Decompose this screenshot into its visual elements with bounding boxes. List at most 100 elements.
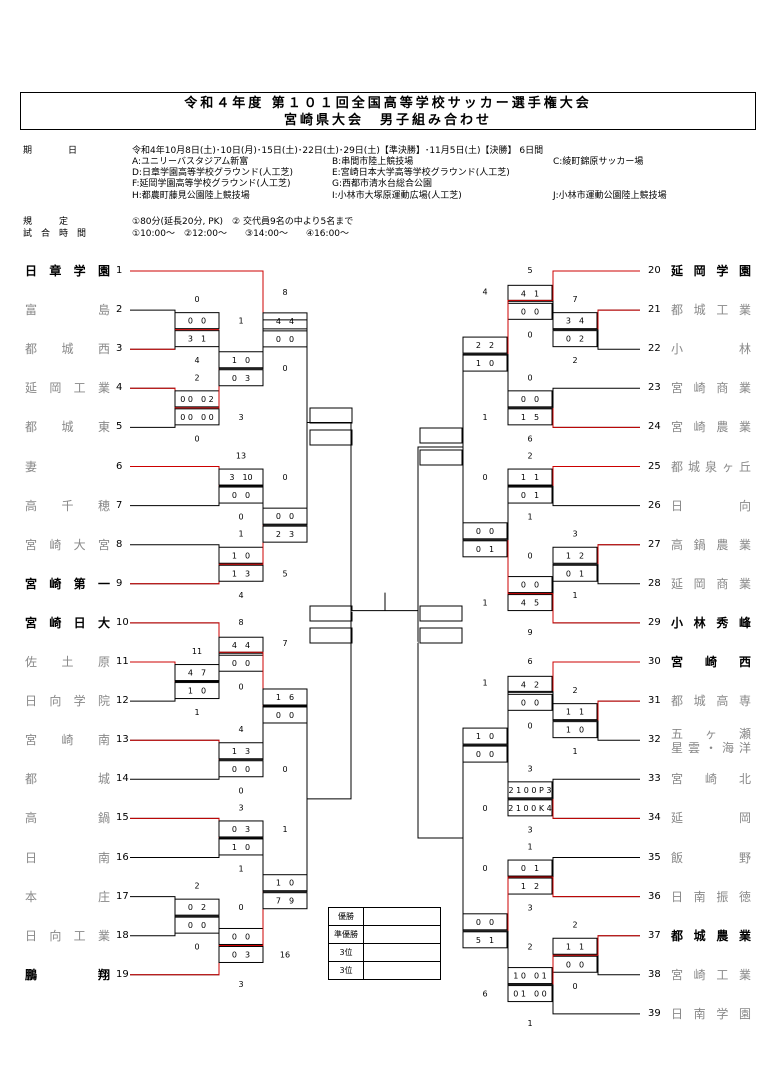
venue-a: A:ユニリーバスタジアム新富 bbox=[132, 157, 249, 167]
rules-label: 規 定 bbox=[23, 217, 69, 227]
score-halves: 0 0 bbox=[232, 491, 250, 500]
seed-number: 26 bbox=[648, 499, 661, 511]
winner-line bbox=[552, 798, 640, 819]
score-total: 2 bbox=[572, 356, 577, 365]
times-text: ①10:00～ ②12:00～ ③14:00～ ④16:00～ bbox=[132, 229, 350, 239]
score-halves: 0 0 bbox=[188, 317, 206, 326]
bracket-line bbox=[552, 466, 640, 507]
score-halves: 4 2 bbox=[521, 680, 539, 689]
score-halves: 1 0 bbox=[276, 879, 294, 888]
score-total: 1 bbox=[572, 747, 577, 756]
seed-number: 3 bbox=[116, 343, 123, 355]
score-halves: 0 0 bbox=[521, 581, 539, 590]
winner-line bbox=[597, 309, 640, 330]
score-total: 1 bbox=[527, 843, 532, 852]
winner-line bbox=[552, 466, 640, 487]
team-name: 飯野 bbox=[671, 850, 751, 865]
bracket-line bbox=[507, 876, 553, 986]
score-box bbox=[552, 546, 598, 564]
team-name: 都城西 bbox=[25, 342, 110, 357]
venue-b: B:串間市陸上競技場 bbox=[332, 157, 414, 167]
score-box bbox=[218, 564, 264, 582]
score-total: 0 bbox=[482, 804, 487, 813]
score-total: 16 bbox=[280, 950, 290, 959]
score-box bbox=[218, 760, 264, 778]
winner-line bbox=[552, 407, 640, 428]
score-total: 4 bbox=[238, 725, 243, 734]
semifinal-slot bbox=[419, 449, 463, 466]
winner-line bbox=[597, 700, 640, 721]
score-box bbox=[462, 336, 508, 354]
team-name: 佐土原 bbox=[25, 655, 110, 669]
bracket-line bbox=[130, 466, 220, 507]
score-halves: 3 10 bbox=[229, 473, 252, 482]
score-box bbox=[174, 898, 220, 916]
team-name: 富島 bbox=[25, 303, 110, 318]
result-label: 3位 bbox=[328, 961, 364, 980]
seed-number: 31 bbox=[648, 695, 661, 707]
seed-number: 34 bbox=[648, 812, 661, 824]
score-halves: 0 1 0 0 bbox=[513, 990, 546, 999]
result-label: 優勝 bbox=[328, 907, 364, 926]
seed-number: 20 bbox=[648, 265, 661, 276]
score-total: 0 bbox=[238, 786, 243, 795]
score-total: 0 bbox=[482, 473, 487, 482]
team-name: 日向 bbox=[671, 498, 751, 513]
score-halves: 0 0 0 2 bbox=[180, 395, 213, 404]
score-total: 0 bbox=[238, 513, 243, 522]
seed-number: 2 bbox=[116, 304, 123, 316]
score-box bbox=[552, 937, 598, 955]
score-total: 1 bbox=[482, 678, 487, 687]
score-total: 0 bbox=[527, 551, 532, 560]
score-halves: 4 4 bbox=[232, 641, 250, 650]
score-halves: 4 1 bbox=[521, 289, 539, 298]
team-name: 延岡工業 bbox=[25, 381, 110, 396]
score-halves: 0 1 bbox=[476, 545, 494, 554]
score-box bbox=[174, 312, 220, 330]
seed-number: 10 bbox=[116, 616, 129, 628]
winner-line bbox=[219, 891, 264, 946]
winner-line bbox=[507, 539, 553, 595]
score-total: 2 bbox=[527, 942, 532, 951]
team-name: 小林 bbox=[671, 342, 751, 357]
venue-g: G:西都市清水台総合公園 bbox=[332, 179, 433, 189]
score-total: 1 bbox=[282, 825, 287, 834]
score-halves: 0 2 bbox=[566, 335, 584, 344]
score-halves: 0 0 bbox=[232, 765, 250, 774]
seed-number: 14 bbox=[116, 773, 129, 785]
score-box bbox=[462, 540, 508, 558]
seed-number: 6 bbox=[116, 460, 123, 472]
score-halves: 2 2 bbox=[476, 341, 494, 350]
seed-number: 39 bbox=[648, 1007, 661, 1019]
winner-line bbox=[552, 954, 598, 985]
winner-line bbox=[130, 564, 220, 585]
team-name: 延岡商業 bbox=[671, 576, 751, 591]
score-halves: 0 0 bbox=[476, 527, 494, 536]
score-box bbox=[174, 682, 220, 700]
score-halves: 1 0 bbox=[232, 843, 250, 852]
score-total: 1 bbox=[238, 865, 243, 874]
team-name: 日向工業 bbox=[25, 928, 110, 943]
seed-number: 37 bbox=[648, 929, 661, 941]
semifinal-slot bbox=[309, 605, 353, 622]
bracket-line bbox=[462, 353, 508, 541]
score-total: 6 bbox=[527, 434, 532, 443]
bracket-line bbox=[462, 744, 508, 932]
team-name: 宮崎北 bbox=[671, 772, 751, 787]
team-name: 都城工業 bbox=[671, 303, 751, 318]
results-table: 優勝 準優勝 3位 3位 bbox=[328, 907, 441, 980]
score-halves: 1 6 bbox=[276, 693, 294, 702]
seed-number: 27 bbox=[648, 538, 661, 550]
title-box: 令和４年度 第１０１回全国高等学校サッカー選手権大会 宮崎県大会 男子組み合わせ bbox=[20, 92, 756, 130]
team-name: 日向学院 bbox=[25, 694, 110, 709]
score-total: 7 bbox=[572, 295, 577, 304]
semifinal-slot bbox=[419, 427, 463, 444]
score-total: 6 bbox=[527, 657, 532, 666]
seed-number: 7 bbox=[116, 499, 123, 511]
score-total: 7 bbox=[282, 639, 287, 648]
score-box bbox=[218, 636, 264, 654]
score-box bbox=[507, 408, 553, 426]
team-name: 高鍋 bbox=[25, 811, 110, 826]
score-total: 11 bbox=[192, 647, 202, 656]
